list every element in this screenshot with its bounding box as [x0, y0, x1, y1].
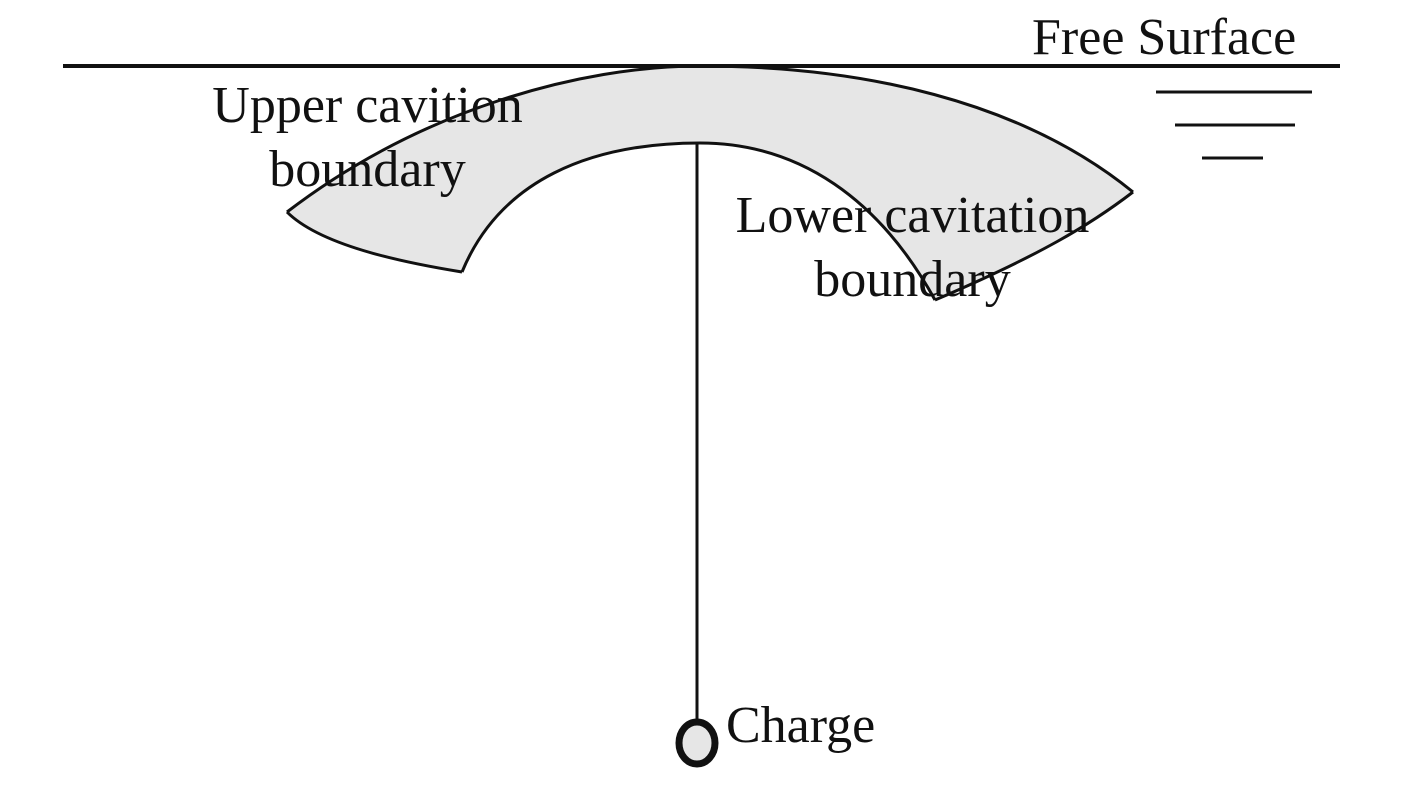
- upper-cavitation-boundary-label: Upper cavition boundary: [190, 74, 545, 202]
- charge-label: Charge: [726, 697, 876, 754]
- cavitation-left-edge: [285, 210, 463, 274]
- free-surface-label: Free Surface: [1032, 9, 1297, 66]
- lower-cavitation-boundary-label: Lower cavitation boundary: [710, 184, 1115, 312]
- water-level-symbol: [1156, 90, 1312, 160]
- cavitation-region: [287, 66, 1133, 300]
- lower-cavitation-boundary-line: [460, 141, 937, 301]
- lower-boundary-label-line2: boundary: [814, 251, 1011, 308]
- lower-boundary-label-line1: Lower cavitation: [735, 187, 1090, 244]
- upper-boundary-label-line2: boundary: [269, 141, 466, 198]
- cavitation-right-edge: [934, 190, 1134, 302]
- charge-marker: [675, 718, 719, 768]
- upper-boundary-label-line1: Upper cavition: [212, 77, 523, 134]
